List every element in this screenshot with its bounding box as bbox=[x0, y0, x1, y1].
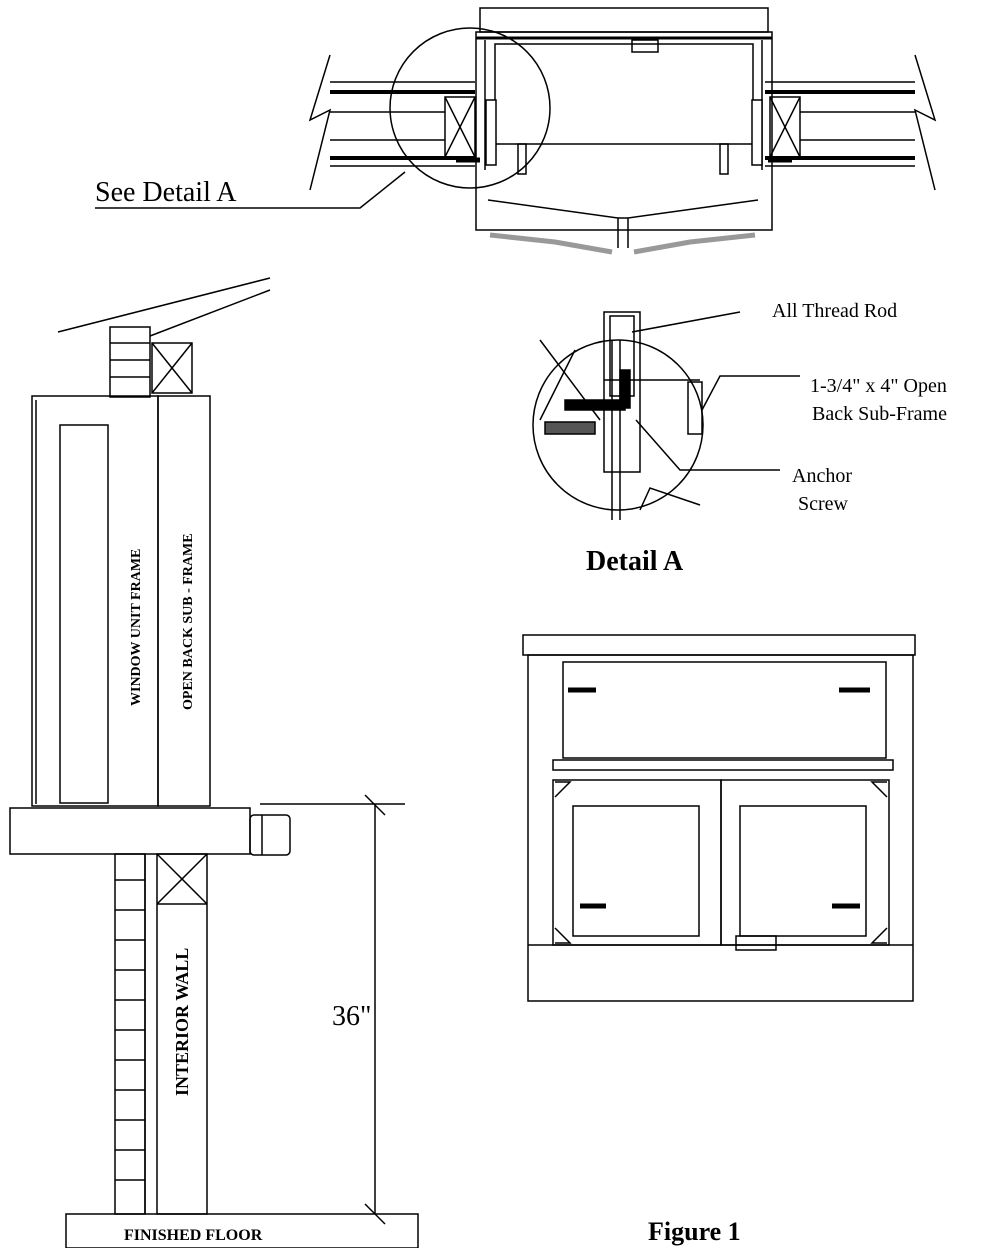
subframe-label-line1: 1-3/4" x 4" Open bbox=[810, 375, 947, 397]
dimension-label: 36" bbox=[332, 1001, 371, 1032]
side-section bbox=[9, 277, 419, 1248]
see-detail-label: See Detail A bbox=[95, 177, 237, 208]
window-unit-frame-label: WINDOW UNIT FRAME bbox=[129, 549, 144, 706]
finished-floor-label: FINISHED FLOOR bbox=[124, 1227, 263, 1244]
anchor-label-line1: Anchor bbox=[792, 465, 852, 487]
subframe-label-line2: Back Sub-Frame bbox=[812, 403, 947, 425]
open-back-subframe-label: OPEN BACK SUB - FRAME bbox=[181, 533, 196, 710]
front-elevation bbox=[522, 634, 916, 1002]
all-thread-rod-label: All Thread Rod bbox=[772, 300, 897, 322]
detail-a-title: Detail A bbox=[586, 546, 684, 577]
figure-caption: Figure 1 bbox=[648, 1217, 741, 1246]
detail-a bbox=[532, 311, 800, 520]
plan-view bbox=[95, 7, 937, 255]
anchor-label-line2: Screw bbox=[798, 493, 849, 515]
interior-wall-label: INTERIOR WALL bbox=[172, 948, 192, 1096]
